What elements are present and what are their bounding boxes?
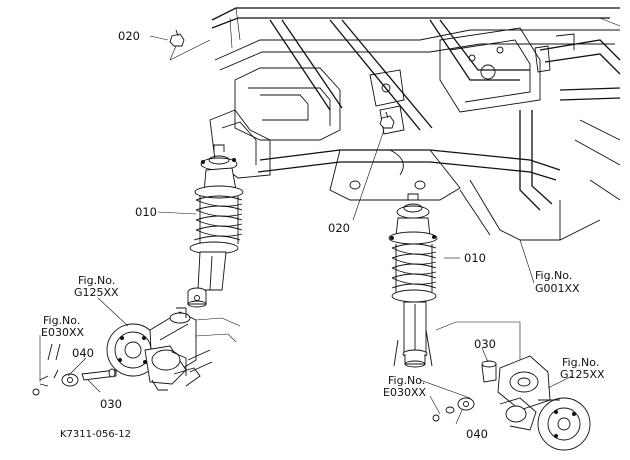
callout-010-left: 010: [135, 205, 157, 219]
callout-040-left: 040: [72, 346, 94, 360]
fig-ref-g125-left-line1: Fig.No.: [78, 274, 115, 287]
callout-010-right: 010: [464, 251, 486, 265]
right-bolt-washer: [432, 360, 497, 422]
fig-ref-g001-line2: G001XX: [535, 282, 580, 295]
leader-lines: [39, 35, 573, 425]
callout-040-right: 040: [466, 427, 488, 441]
callout-labels: 020 020 010 010 030 030 040 040: [72, 29, 496, 441]
nut-020-mid: [379, 111, 395, 129]
fig-ref-e030-left-line2: E030XX: [41, 326, 84, 339]
left-bolt-washer: [32, 343, 117, 396]
chassis-frame: [209, 7, 621, 241]
right-knuckle-hub: [497, 355, 591, 451]
right-shock-absorber: [388, 193, 438, 368]
figure-references: Fig.No. G125XX Fig.No. E030XX Fig.No. G0…: [41, 269, 605, 399]
callout-030-left: 030: [100, 397, 122, 411]
fig-ref-e030-left-line1: Fig.No.: [43, 314, 80, 327]
fig-ref-g001-line1: Fig.No.: [535, 269, 572, 282]
callout-030-right: 030: [474, 337, 496, 351]
fig-ref-g125-left-line2: G125XX: [74, 286, 119, 299]
fig-ref-g125-right-line1: Fig.No.: [562, 356, 599, 369]
nut-020-top: [169, 29, 185, 47]
fig-ref-g125-right-line2: G125XX: [560, 368, 605, 381]
left-shock-absorber: [187, 144, 244, 308]
callout-020-mid: 020: [328, 221, 350, 235]
drawing-code: K7311-056-12: [60, 429, 131, 440]
callout-020-top: 020: [118, 29, 140, 43]
fig-ref-e030-right-line2: E030XX: [383, 386, 426, 399]
fig-ref-e030-right-line1: Fig.No.: [388, 374, 425, 387]
left-knuckle-hub: [106, 307, 241, 391]
